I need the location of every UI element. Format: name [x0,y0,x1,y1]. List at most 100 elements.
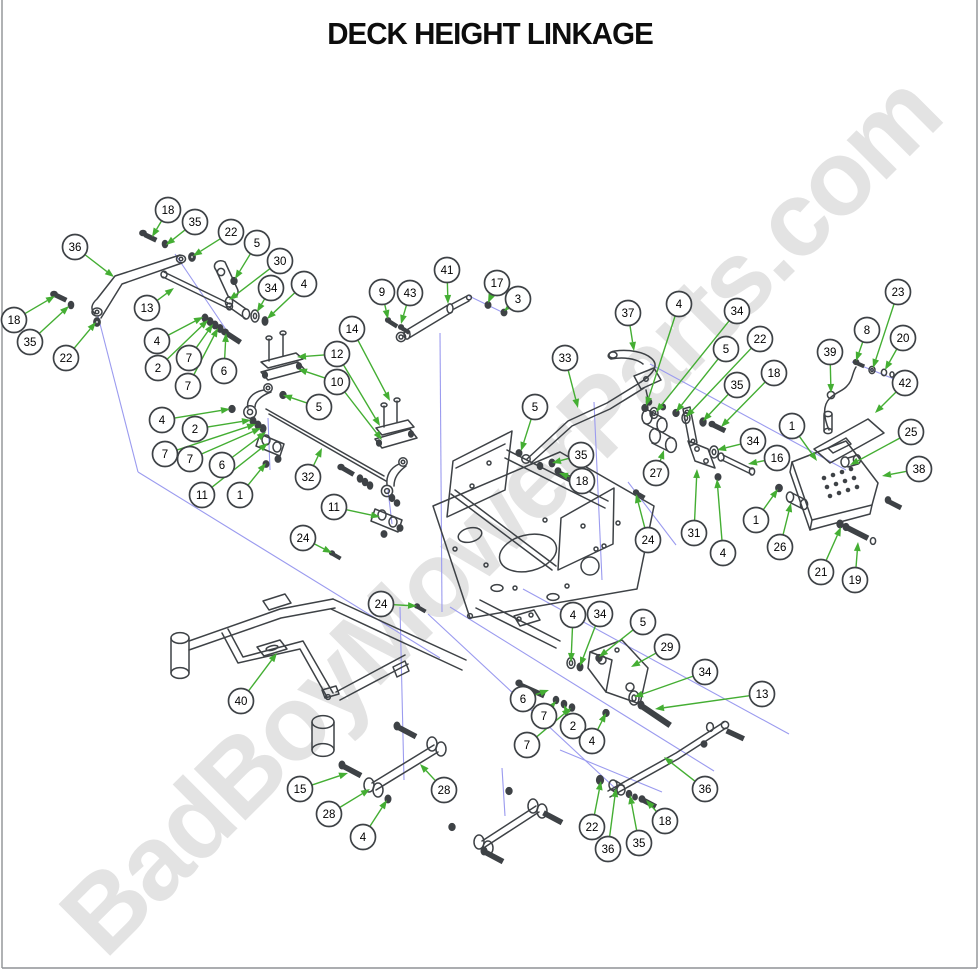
leader-line [663,695,750,709]
balloon-circle [433,256,461,284]
callout-1: 1 [742,506,770,534]
callout-18: 18 [0,306,28,334]
leader-line [195,330,209,349]
leader-arrowhead [166,236,176,245]
balloon-number: 34 [699,667,712,679]
balloon-circle [61,233,89,261]
leader-line [708,393,729,415]
callout-1: 1 [778,412,806,440]
leader-line [260,298,266,305]
leader-arrowhead [205,324,213,334]
leader-line [200,238,221,252]
leader-arrowhead [258,443,268,452]
balloon-number: 34 [265,283,278,295]
leader-arrowhead [872,358,880,368]
balloon-circle [766,533,794,561]
leader-arrowhead [631,659,641,667]
callout-5: 5 [305,393,333,421]
leader-line [567,369,577,400]
leader-arrowhead [634,494,642,504]
balloon-number: 43 [404,288,417,300]
balloon-number: 4 [676,299,683,311]
leader-line [642,675,694,695]
callout-35: 35 [181,208,209,236]
leader-arrowhead [420,764,429,773]
balloon-circle [634,526,662,554]
leader-line [651,806,658,813]
balloon-number: 30 [274,256,287,268]
callout-34: 34 [586,600,614,628]
balloon-number: 29 [661,642,674,654]
balloon-circle [521,393,549,421]
callout-36: 36 [594,835,622,863]
callout-30: 30 [266,247,294,275]
leader-line [855,550,858,568]
balloon-number: 5 [640,617,646,629]
balloon-number: 12 [331,349,344,361]
leader-arrowhead [298,368,308,376]
callout-2: 2 [181,415,209,443]
leader-line [888,348,898,363]
balloon-number: 18 [576,476,589,488]
balloon-circle [323,368,351,396]
callout-34: 34 [691,658,719,686]
balloon-circle [642,459,670,487]
callout-32: 32 [294,463,322,491]
callout-11: 11 [320,493,348,521]
balloon-circle [188,481,216,509]
balloon-circle [294,463,322,491]
balloon-circle [289,524,317,552]
leader-line [880,391,897,408]
balloon-number: 16 [771,453,784,465]
balloon-circle [368,278,396,306]
leader-arrowhead [322,545,332,553]
balloon-circle [174,372,202,400]
leader-arrowhead [372,416,380,426]
callout-5: 5 [629,608,657,636]
balloon-circle [349,823,377,851]
leader-arrowhead [400,314,407,324]
balloon-circle [266,247,294,275]
callout-6: 6 [210,357,238,385]
balloon-circle [567,441,595,469]
parts-drawing [50,229,903,865]
leader-line [638,652,657,664]
leader-arrowhead [686,408,695,417]
leader-arrowhead [676,402,685,412]
leader-line [593,789,600,815]
leader-line [402,304,408,316]
callout-23: 23 [884,278,912,306]
balloon-circle [778,412,806,440]
balloon-number: 4 [159,415,166,427]
leader-line [670,761,696,782]
balloon-number: 2 [192,424,198,436]
balloon-number: 24 [375,599,388,611]
balloon-number: 27 [650,468,663,480]
balloon-number: 18 [162,205,175,217]
leader-line [798,435,813,455]
balloon-circle [578,727,606,755]
leader-arrowhead [87,322,96,332]
leader-line [726,381,766,422]
leader-line [890,470,907,476]
callout-7: 7 [151,440,179,468]
leader-line [231,436,260,459]
balloon-circle [739,427,767,455]
leader-arrowhead [104,268,114,277]
leader-line [344,391,378,434]
callout-22: 22 [746,325,774,353]
balloon-circle [430,776,458,804]
leader-line [167,320,196,336]
leader-arrowhead [855,351,863,361]
balloon-circle [691,658,719,686]
balloon-number: 6 [221,366,227,378]
balloon-number: 18 [659,816,672,828]
balloon-circle [709,539,737,567]
balloon-number: 15 [294,784,307,796]
leader-line [782,511,790,536]
leader-line [825,534,838,561]
balloon-circle [0,306,28,334]
leader-arrowhead [748,458,758,466]
